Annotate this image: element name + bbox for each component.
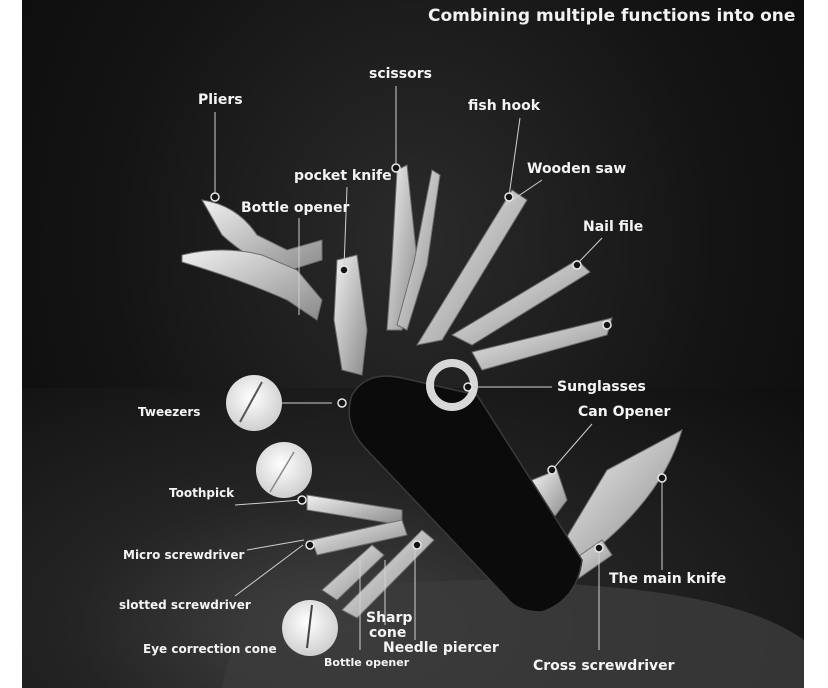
label-can-opener: Can Opener (578, 404, 671, 420)
label-sharp-cone-line2: cone (369, 625, 407, 641)
sharp-cone-shape (341, 529, 435, 619)
label-fish-hook: fish hook (468, 98, 541, 114)
label-pocket-knife: pocket knife (294, 168, 392, 184)
label-scissors: scissors (369, 66, 432, 82)
label-wooden-saw: Wooden saw (527, 161, 627, 177)
label-toothpick: Toothpick (169, 486, 235, 500)
pocket-knife-shape (333, 254, 368, 376)
product-image-frame: Combining multiple functions into one Pl… (22, 0, 804, 688)
label-bottle-opener-top: Bottle opener (241, 200, 350, 216)
label-slotted-screwdriver: slotted screwdriver (119, 598, 251, 612)
sunglasses-ring (426, 359, 478, 411)
label-pliers: Pliers (198, 92, 243, 108)
label-bottle-opener-bottom: Bottle opener (324, 656, 410, 669)
label-nail-file: Nail file (583, 219, 644, 235)
main-knife-shape (561, 429, 683, 561)
corkscrew-shape (321, 544, 385, 601)
label-cross-screwdriver: Cross screwdriver (533, 658, 675, 674)
label-micro-screwdriver: Micro screwdriver (123, 548, 245, 562)
pliers-shape (201, 199, 323, 273)
label-eye-correction-cone: Eye correction cone (143, 642, 277, 656)
leader-lines (214, 86, 663, 650)
slotted-screwdriver-shape (311, 519, 408, 556)
headline: Combining multiple functions into one (428, 6, 796, 26)
label-sharp-cone-line1: Sharp (366, 610, 413, 626)
label-tweezers: Tweezers (138, 405, 201, 419)
tweezers-inset (226, 375, 282, 431)
black-handle (348, 375, 583, 613)
leader-dots (210, 163, 667, 553)
label-needle-piercer: Needle piercer (383, 640, 499, 656)
micro-screwdriver-shape (306, 494, 403, 526)
tool-blades (181, 164, 683, 619)
multitool-illustration (181, 86, 804, 688)
wooden-saw-shape (415, 189, 528, 346)
label-main-knife: The main knife (609, 571, 727, 587)
label-sunglasses: Sunglasses (557, 379, 646, 395)
